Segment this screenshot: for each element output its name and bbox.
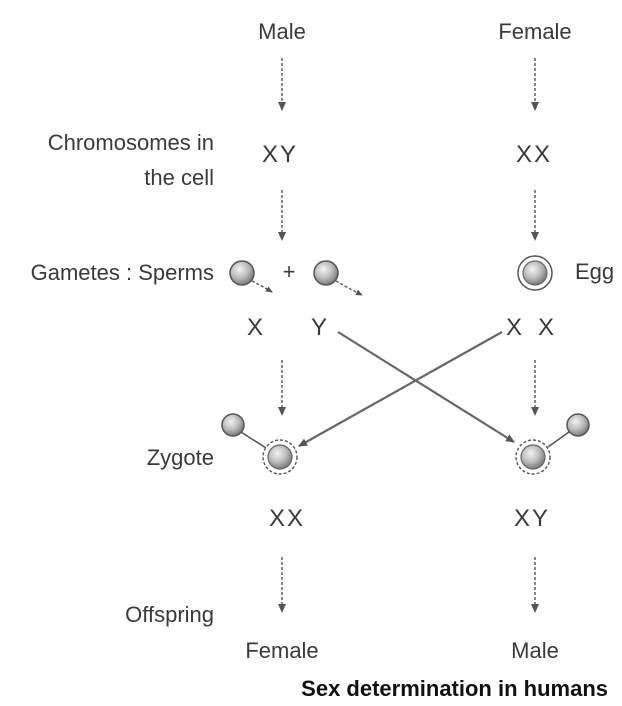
female-zygote-chromosomes: XX [269,505,305,532]
chromosomes-label-line1: Chromosomes in [48,130,214,155]
male-zygote-icon [515,413,590,475]
offspring-label: Offspring [125,602,214,627]
female-parent-label: Female [498,19,571,44]
male-zygote-chromosomes: XY [514,505,550,532]
zygote-label: Zygote [147,445,214,470]
chromosomes-label-line2: the cell [144,165,214,190]
sperm-x-icon [229,260,273,293]
male-parent-label: Male [258,19,306,44]
female-chromosomes: XX [516,141,552,168]
arrow-y-to-male-zygote [337,331,515,443]
female-zygote-icon [221,413,298,475]
diagram-title: Sex determination in humans [301,676,608,701]
sperm-x-chromosome: X [247,314,265,341]
sperm-y-chromosome: Y [311,314,329,341]
gametes-label: Gametes : Sperms [31,260,214,285]
egg-label: Egg [575,259,614,284]
egg-x-chromosome-2: X [538,314,556,341]
offspring-female: Female [245,638,318,663]
male-chromosomes: XY [262,141,298,168]
offspring-male: Male [511,638,559,663]
sperm-y-icon [313,260,363,296]
plus-sign: + [283,259,296,284]
egg-x-chromosome-1: X [506,314,524,341]
arrow-x-to-female-zygote [298,331,503,447]
egg-icon [517,255,553,291]
